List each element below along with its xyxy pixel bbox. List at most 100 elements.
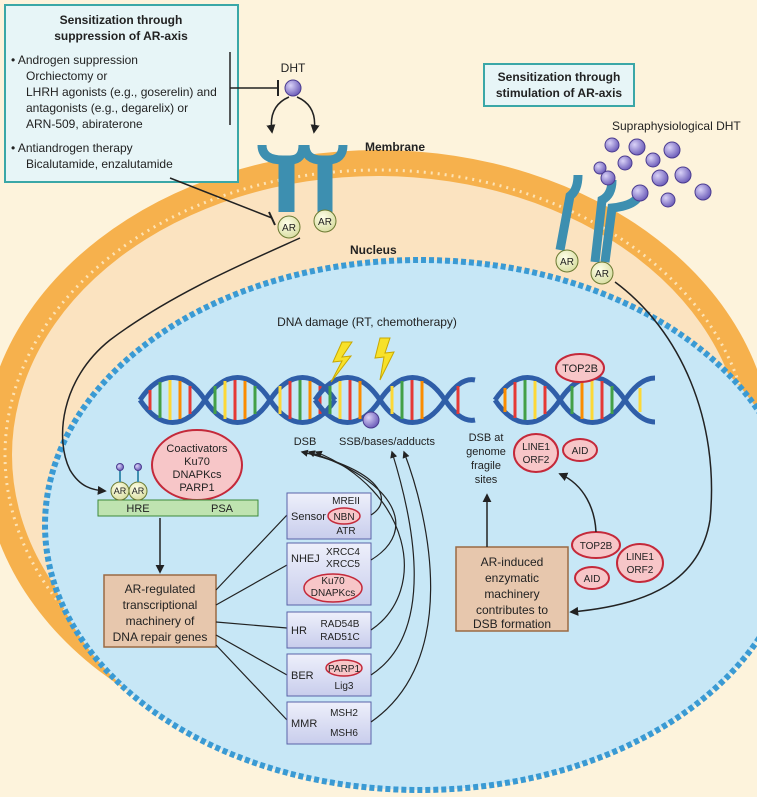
pathway-mmr: MMR MSH2 MSH6 bbox=[286, 701, 372, 745]
stimulation-title-2: stimulation of AR-axis bbox=[496, 86, 623, 100]
lightning-bolt-icon bbox=[330, 341, 353, 383]
svg-text:ORF2: ORF2 bbox=[627, 565, 654, 576]
svg-text:NHEJ: NHEJ bbox=[291, 553, 320, 565]
svg-text:Sensor: Sensor bbox=[291, 511, 326, 523]
svg-text:HR: HR bbox=[291, 625, 307, 637]
membrane-label: Membrane bbox=[365, 140, 425, 154]
ar-induced-box bbox=[455, 546, 569, 632]
dna-helix-left bbox=[137, 375, 338, 425]
ar-induced-arrow bbox=[569, 281, 713, 616]
svg-text:BER: BER bbox=[291, 670, 314, 682]
svg-text:DSB formation: DSB formation bbox=[473, 617, 551, 631]
svg-text:fragile: fragile bbox=[471, 460, 501, 472]
svg-text:DNA repair genes: DNA repair genes bbox=[113, 630, 208, 644]
ar-label: AR bbox=[318, 217, 332, 228]
stimulation-title-1: Sensitization through bbox=[498, 70, 621, 84]
svg-text:ORF2: ORF2 bbox=[523, 455, 550, 466]
suppression-title-1: Sensitization through bbox=[60, 13, 183, 27]
hre-label: HRE bbox=[126, 503, 149, 515]
svg-text:RAD51C: RAD51C bbox=[320, 632, 359, 643]
dna-adduct bbox=[362, 411, 380, 429]
pathway-ber: BER PARP1 Lig3 bbox=[286, 653, 372, 697]
svg-text:Ku70: Ku70 bbox=[184, 456, 210, 468]
pathway-sensor: Sensor MREII NBN ATR bbox=[286, 492, 372, 540]
svg-text:PARP1: PARP1 bbox=[179, 482, 214, 494]
svg-text:Ku70: Ku70 bbox=[321, 576, 345, 587]
ar-node bbox=[590, 261, 614, 285]
svg-text:LINE1: LINE1 bbox=[626, 552, 654, 563]
line1-enzyme bbox=[616, 543, 664, 583]
lightning-bolt-icon bbox=[374, 337, 395, 381]
svg-text:LINE1: LINE1 bbox=[522, 442, 550, 453]
ar-node bbox=[313, 209, 337, 233]
nucleus bbox=[42, 257, 757, 793]
ar-label: AR bbox=[560, 257, 574, 268]
suppression-item: • Antiandrogen therapy bbox=[11, 141, 133, 155]
ar-label: AR bbox=[595, 269, 609, 280]
supra-dht-molecules bbox=[593, 137, 712, 208]
svg-text:RAD54B: RAD54B bbox=[321, 619, 360, 630]
svg-text:transcriptional: transcriptional bbox=[123, 598, 198, 612]
svg-text:XRCC4: XRCC4 bbox=[326, 547, 360, 558]
dht-label: DHT bbox=[281, 61, 306, 75]
svg-text:PARP1: PARP1 bbox=[328, 664, 360, 675]
svg-text:MMR: MMR bbox=[291, 718, 317, 730]
svg-text:AR: AR bbox=[132, 486, 145, 496]
supra-dht-label: Supraphysiological DHT bbox=[612, 119, 741, 133]
suppression-title-2: suppression of AR-axis bbox=[54, 29, 188, 43]
svg-text:AR-regulated: AR-regulated bbox=[125, 582, 196, 596]
svg-text:genome: genome bbox=[466, 446, 506, 458]
pathway-hr: HR RAD54B RAD51C bbox=[286, 611, 372, 649]
ar-regulated-box bbox=[103, 574, 217, 648]
aid-enzyme bbox=[574, 566, 610, 590]
svg-text:DNAPKcs: DNAPKcs bbox=[173, 469, 222, 481]
svg-text:MREII: MREII bbox=[332, 496, 360, 507]
ar-node bbox=[555, 249, 579, 273]
dna-helix-right bbox=[492, 375, 656, 425]
ar-label: AR bbox=[282, 223, 296, 234]
svg-text:machinery of: machinery of bbox=[126, 614, 195, 628]
stimulation-box bbox=[483, 63, 635, 107]
svg-text:enzymatic: enzymatic bbox=[485, 571, 539, 585]
ar-node bbox=[277, 215, 301, 239]
svg-text:AR: AR bbox=[114, 486, 127, 496]
suppression-item: • Androgen suppression bbox=[11, 53, 138, 67]
inhibit-line-ar bbox=[169, 177, 273, 219]
suppression-item: antagonists (e.g., degarelix) or bbox=[26, 101, 188, 115]
line1-top bbox=[513, 433, 559, 473]
svg-text:AR-induced: AR-induced bbox=[481, 555, 544, 569]
suppression-item: LHRH agonists (e.g., goserelin) and bbox=[26, 85, 217, 99]
dna-damage-label: DNA damage (RT, chemotherapy) bbox=[277, 315, 457, 329]
suppression-item: Orchiectomy or bbox=[26, 69, 107, 83]
suppression-box bbox=[4, 4, 239, 183]
ssb-label: SSB/bases/adducts bbox=[339, 436, 436, 448]
ar-translocation-arrow bbox=[61, 237, 301, 495]
svg-text:Coactivators: Coactivators bbox=[166, 443, 228, 455]
dht-molecule bbox=[284, 79, 302, 97]
suppression-item: Bicalutamide, enzalutamide bbox=[26, 157, 173, 171]
pathway-nhej: NHEJ XRCC4 XRCC5 Ku70 DNAPKcs bbox=[286, 542, 372, 606]
svg-text:AID: AID bbox=[572, 446, 589, 457]
svg-text:sites: sites bbox=[475, 474, 498, 486]
promoter-bar bbox=[97, 499, 259, 517]
suppression-item: ARN-509, abiraterone bbox=[26, 117, 143, 131]
svg-text:NBN: NBN bbox=[333, 512, 354, 523]
svg-text:ATR: ATR bbox=[336, 526, 355, 537]
svg-text:Lig3: Lig3 bbox=[335, 681, 354, 692]
dsb-label: DSB bbox=[294, 436, 317, 448]
svg-text:contributes to: contributes to bbox=[476, 603, 548, 617]
svg-text:AID: AID bbox=[584, 574, 601, 585]
svg-text:MSH2: MSH2 bbox=[330, 708, 358, 719]
dsb-fragile-label: DSB at bbox=[469, 432, 504, 444]
svg-text:TOP2B: TOP2B bbox=[580, 541, 613, 552]
aid-top bbox=[562, 438, 598, 462]
psa-label: PSA bbox=[211, 503, 234, 515]
top2b-label: TOP2B bbox=[562, 363, 598, 375]
top2b-top bbox=[555, 353, 605, 383]
svg-text:MSH6: MSH6 bbox=[330, 728, 358, 739]
svg-text:machinery: machinery bbox=[484, 587, 539, 601]
svg-text:XRCC5: XRCC5 bbox=[326, 559, 360, 570]
svg-text:DNAPKcs: DNAPKcs bbox=[311, 588, 355, 599]
